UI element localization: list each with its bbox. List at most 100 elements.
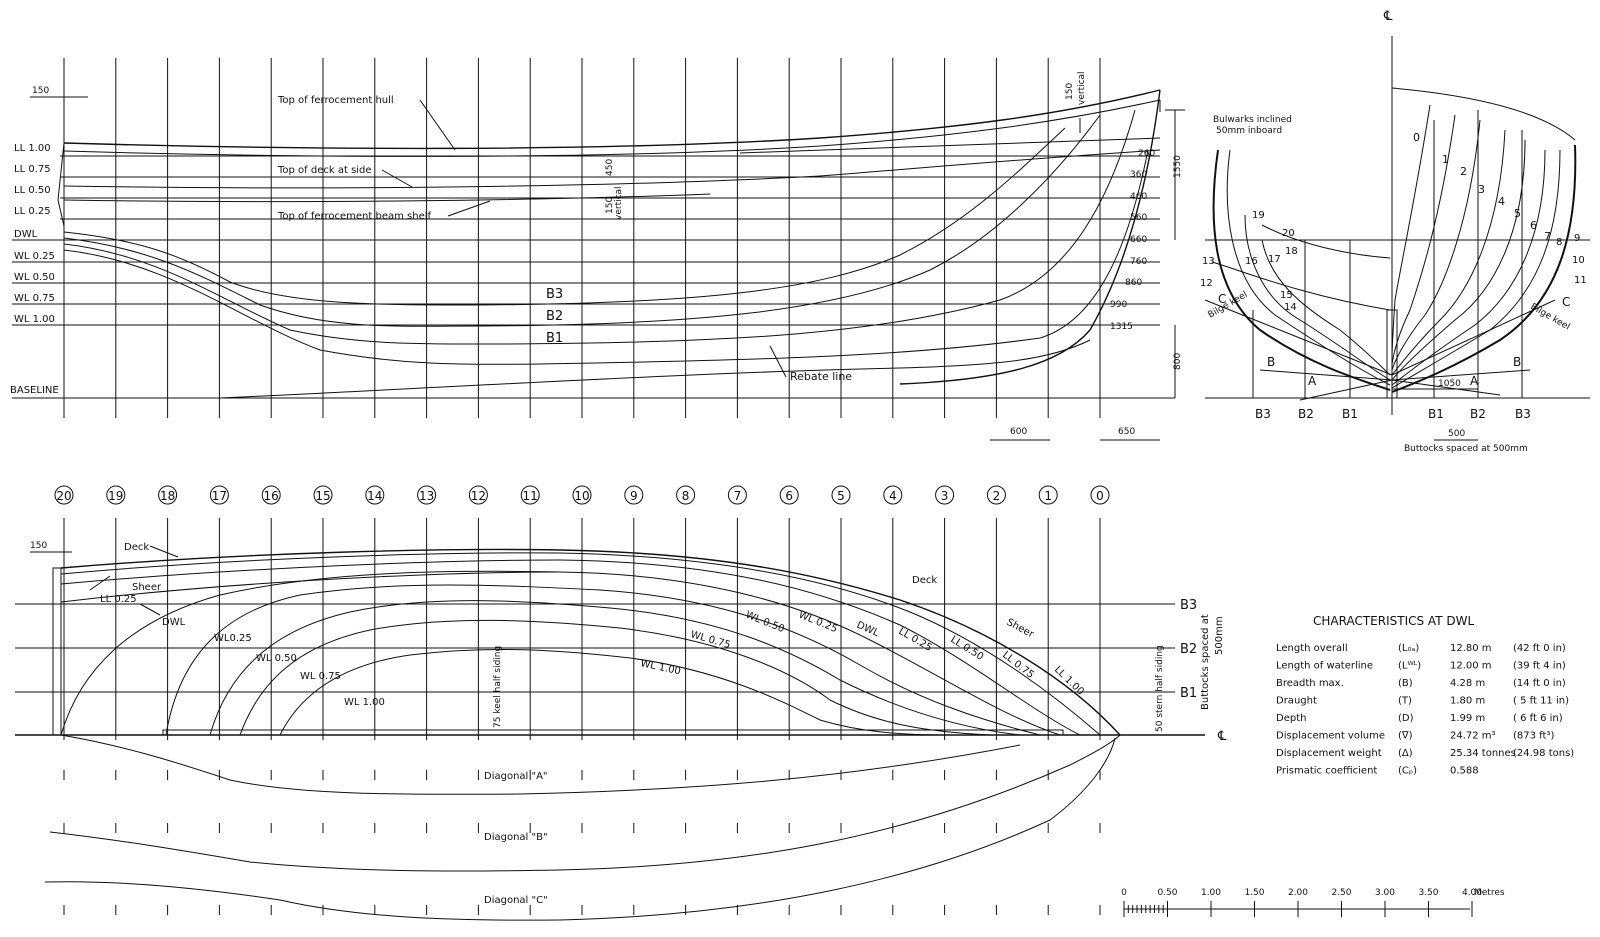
svg-text:14: 14: [1284, 302, 1297, 313]
label-ll050-fwd: LL 0.50: [948, 634, 985, 663]
body-diag-b-fwd: B: [1513, 355, 1521, 369]
scale-tick-label: 3.00: [1375, 888, 1395, 898]
svg-text:B3: B3: [1515, 407, 1531, 421]
dim-vertical-a: vertical: [1077, 71, 1087, 105]
label-dwl-fwd: DWL: [855, 620, 881, 640]
station-circle: [779, 485, 799, 505]
char-symbol: (D): [1398, 713, 1414, 724]
half-breadth-view: ℄ B3 B2 B1 150 Deck Sheer LL 0.25 DWL WL…: [15, 541, 1227, 744]
station-number: 13: [419, 489, 434, 503]
level-ll050: LL 0.50: [14, 185, 51, 196]
char-label: Displacement weight: [1276, 748, 1382, 759]
svg-text:4: 4: [1498, 195, 1505, 208]
label-beam-shelf: Top of ferrocement beam shelf: [277, 211, 431, 222]
label-wl025-fwd: WL 0.25: [797, 610, 839, 636]
scale-tick-label: 4.00: [1462, 888, 1482, 898]
svg-text:760: 760: [1130, 257, 1147, 267]
station-circle: [676, 485, 696, 505]
svg-text:B2: B2: [1470, 407, 1486, 421]
station-number: 1: [1044, 489, 1052, 503]
station-number: 19: [108, 489, 123, 503]
keel-siding-note: 75 keel half siding: [493, 646, 503, 728]
station-circle: [831, 485, 851, 505]
label-ll100-fwd: LL 1.00: [1052, 664, 1086, 697]
scale-unit: Metres: [1474, 888, 1505, 898]
svg-text:1: 1: [1442, 153, 1449, 166]
level-wl025: WL 0.25: [14, 251, 55, 262]
label-b1-profile: B1: [546, 331, 563, 346]
centerline-symbol-body: ℄: [1383, 9, 1393, 24]
body-section-numbers: 0 1 2 3 4 5 6 7 8 9 10 11 13 12 16 17 15…: [1200, 131, 1587, 313]
level-baseline: BASELINE: [10, 385, 59, 396]
label-top-hull: Top of ferrocement hull: [277, 95, 394, 106]
characteristics-table: CHARACTERISTICS AT DWL Length overall(L₀…: [1276, 614, 1574, 777]
buttock-note-plan-1: Buttocks spaced at: [1200, 614, 1211, 710]
station-number: 8: [682, 489, 690, 503]
label-deck-aft: Deck: [124, 542, 149, 553]
station-circle: [417, 485, 437, 505]
char-metric: 1.99 m: [1450, 713, 1485, 724]
bulwark-note-1: Bulwarks inclined: [1213, 115, 1292, 125]
svg-text:6: 6: [1530, 219, 1537, 232]
station-circle: [261, 485, 281, 505]
diagonal-b-label: Diagonal "B": [484, 832, 548, 843]
station-circle: [158, 485, 178, 505]
station-number: 7: [734, 489, 742, 503]
svg-text:9: 9: [1574, 233, 1580, 244]
station-number: 12: [471, 489, 486, 503]
char-metric: 0.588: [1450, 766, 1479, 777]
char-imperial: (42 ft 0 in): [1513, 643, 1566, 654]
station-number: 10: [574, 489, 589, 503]
station-number: 18: [160, 489, 175, 503]
dim-1050: 1050: [1438, 379, 1461, 389]
station-circle: [468, 485, 488, 505]
svg-text:860: 860: [1125, 278, 1142, 288]
char-label: Length overall: [1276, 643, 1348, 654]
characteristics-title: CHARACTERISTICS AT DWL: [1313, 614, 1474, 628]
svg-text:19: 19: [1252, 210, 1265, 221]
svg-text:260: 260: [1138, 149, 1155, 159]
label-wl075-aft: WL 0.75: [300, 671, 341, 682]
dim-150-vert-a: 150: [1065, 83, 1075, 100]
char-label: Prismatic coefficient: [1276, 766, 1377, 777]
buttock-note-plan-2: 500mm: [1214, 616, 1225, 655]
svg-text:3: 3: [1478, 183, 1485, 196]
char-metric: 4.28 m: [1450, 678, 1485, 689]
dim-150-vert-b: 150: [605, 197, 615, 214]
level-wl100: WL 1.00: [14, 314, 55, 325]
svg-text:13: 13: [1202, 256, 1215, 267]
svg-text:12: 12: [1200, 278, 1213, 289]
station-circle: [1038, 485, 1058, 505]
svg-text:18: 18: [1285, 246, 1298, 257]
body-diag-b-aft: B: [1267, 355, 1275, 369]
label-rebate: Rebate line: [790, 370, 852, 383]
char-imperial: (24.98 tons): [1513, 748, 1574, 759]
station-circle: [209, 485, 229, 505]
station-number: 2: [993, 489, 1001, 503]
svg-text:11: 11: [1574, 275, 1587, 286]
label-wl050-fwd: WL 0.50: [744, 610, 786, 636]
svg-text:17: 17: [1268, 254, 1281, 265]
station-number: 4: [889, 489, 897, 503]
station-number: 15: [315, 489, 330, 503]
station-number: 20: [56, 489, 71, 503]
char-metric: 12.80 m: [1450, 643, 1492, 654]
svg-text:B1: B1: [1342, 407, 1358, 421]
station-circle: [624, 485, 644, 505]
svg-text:10: 10: [1572, 255, 1585, 266]
dim-150-plan: 150: [30, 541, 47, 551]
profile-view: LL 1.00 LL 0.75 LL 0.50 LL 0.25 DWL WL 0…: [10, 71, 1185, 441]
dim-500: 500: [1448, 429, 1465, 439]
dim-150-profile: 150: [32, 86, 49, 96]
svg-text:5: 5: [1514, 207, 1521, 220]
station-number: 14: [367, 489, 382, 503]
diagonal-c-label: Diagonal "C": [484, 895, 548, 906]
scale-tick-label: 0.50: [1157, 888, 1177, 898]
level-wl050: WL 0.50: [14, 272, 55, 283]
svg-text:360: 360: [1130, 170, 1147, 180]
label-wl050-aft: WL 0.50: [256, 653, 297, 664]
station-circle: [313, 485, 333, 505]
station-number: 6: [785, 489, 793, 503]
dim-600: 600: [1010, 427, 1027, 437]
